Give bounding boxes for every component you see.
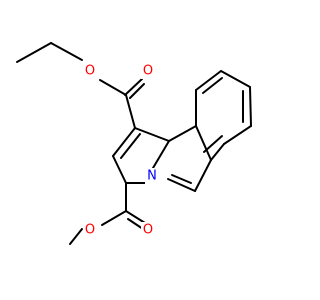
atom-o-methyl-ether: O: [85, 223, 95, 238]
bond-carbonyl-to-o-bottom: [101, 210, 127, 226]
bond-ethyl-c2-o: [50, 42, 83, 61]
bond-benzo-3: [220, 70, 251, 88]
label-bg-o-ethyl-carbonyl: [141, 63, 155, 79]
bond-carbonyl-double-bottom-b: [127, 218, 144, 230]
bond-c1-c2-ring: [112, 127, 136, 157]
bond-benzo-6-double: [203, 135, 223, 153]
bond-c6-c7: [194, 159, 212, 192]
bond-benzo-5: [223, 125, 252, 145]
bond-carbonyl-double-top-a: [124, 78, 143, 96]
label-bg-o-methyl-ether: [83, 222, 97, 238]
bond-carbonyl-to-ring-top: [125, 94, 136, 129]
bond-benzo-2: [195, 70, 222, 91]
bond-benzo-6: [210, 143, 225, 161]
atom-labels: O O N O O: [83, 63, 159, 238]
bond-c4-c1-ring: [134, 127, 170, 142]
atom-n-ring: N: [147, 169, 157, 184]
bond-benzo-4: [249, 86, 252, 127]
bond-c4-c5: [168, 125, 197, 142]
bond-o-carbonyl-carbon-top: [99, 79, 127, 96]
label-bg-o-methyl-carbonyl: [141, 222, 155, 238]
molecule-structure: O O N O O: [16, 42, 252, 245]
atom-o-ethyl-ether: O: [85, 64, 95, 79]
atom-o-methyl-carbonyl: O: [143, 223, 153, 238]
label-bg-n-ring: [145, 168, 159, 184]
bond-ethyl-c1-c2: [16, 42, 52, 63]
bonds: [16, 42, 252, 245]
bond-c2-c3-ring: [112, 155, 127, 184]
bond-carbonyl-double-bottom-a: [125, 210, 146, 224]
bond-c5-c6: [195, 125, 212, 161]
bond-carbonyl-double-top-b: [129, 83, 145, 99]
atom-o-ethyl-carbonyl: O: [143, 64, 153, 79]
label-bg-o-ethyl-ether: [83, 63, 97, 79]
bond-benzo-2-double: [202, 77, 223, 94]
bond-c1-c2-ring-double: [120, 133, 141, 159]
bond-o-methyl: [69, 228, 83, 245]
bond-c7-c8-double: [171, 174, 192, 184]
bond-n-c4-ring: [152, 140, 170, 169]
bond-c7-c8: [167, 178, 196, 192]
